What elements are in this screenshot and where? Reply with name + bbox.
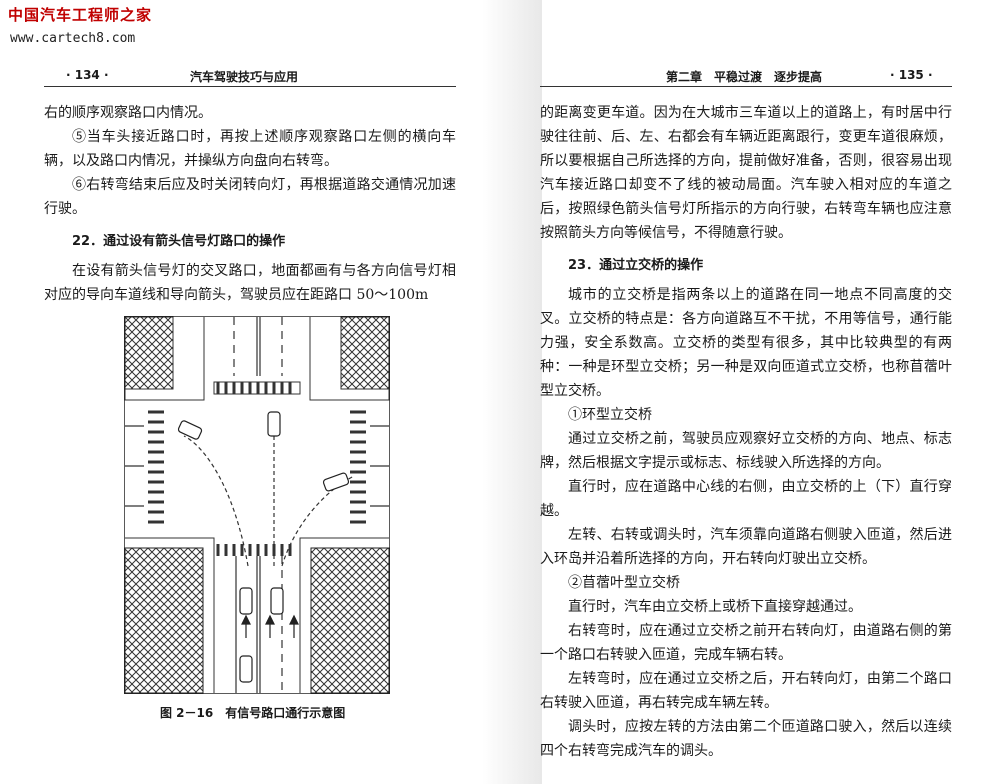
page-gutter-shadow [482,0,542,784]
zebra-left [148,410,164,524]
right-para1: 的距离变更车道。因为在大城市三车道以上的道路上，有时居中行驶往往前、后、左、右都… [540,105,952,241]
block-top-left [124,316,174,390]
left-para: 在设有箭头信号灯的交叉路口，地面都画有与各方向信号灯相对应的导向车道线和导向箭头… [44,263,456,303]
lane-lines [233,317,283,693]
right-section-heading: 23．通过立交桥的操作 [568,258,704,273]
right-page-number: · 135 · [890,68,933,82]
block-bottom-left [124,547,204,694]
right-para4: 直行时，应在道路中心线的右侧，由立交桥的上（下）直行穿越。 [540,479,952,519]
right-para8: 左转弯时，应在通过立交桥之后，开右转向灯，由第二个路口右转驶入匝道，再右转完成车… [540,671,952,711]
right-para3: 通过立交桥之前，驾驶员应观察好立交桥的方向、地点、标志牌，然后根据文字提示或标志… [540,431,952,471]
left-section-heading: 22．通过设有箭头信号灯路口的操作 [72,234,286,249]
watermark-brand: 中国汽车工程师之家 [8,6,153,24]
lane-arrows [241,614,299,638]
left-running-header: · 134 · 汽车驾驶技巧与应用 [44,66,456,87]
right-para2: 城市的立交桥是指两条以上的道路在同一地点不同高度的交叉。立交桥的特点是：各方向道… [540,287,952,399]
right-sub1: ①环型立交桥 [568,407,652,423]
watermark-url: www.cartech8.com [10,31,136,46]
right-para7: 右转弯时，应在通过立交桥之前开右转向灯，由道路右侧的第一个路口右转驶入匝道，完成… [540,623,952,663]
block-top-right [340,316,390,390]
right-sub2: ②苜蓿叶型立交桥 [568,575,680,591]
right-running-header: 第二章 平稳过渡 逐步提高 · 135 · [540,66,952,87]
zebra-right [350,410,366,524]
block-bottom-right [310,547,390,694]
right-page: 第二章 平稳过渡 逐步提高 · 135 · 的距离变更车道。因为在大城市三车道以… [540,66,952,766]
left-item5: ⑤当车头接近路口时，再按上述顺序观察路口左侧的横向车辆，以及路口内情况，并操纵方… [44,129,456,169]
intersection-diagram [124,316,390,694]
left-line1: 右的顺序观察路口内情况。 [44,105,212,121]
figure-caption: 图 2－16 有信号路口通行示意图 [160,706,346,720]
cars [177,411,350,683]
right-para5: 左转、右转或调头时，汽车须靠向道路右侧驶入匝道，然后进入环岛并沿着所选择的方向，… [540,527,952,567]
left-item6: ⑥右转弯结束后应及时关闭转向灯，再根据道路交通情况加速行驶。 [44,177,456,217]
left-page: · 134 · 汽车驾驶技巧与应用 右的顺序观察路口内情况。 ⑤当车头接近路口时… [44,66,456,766]
left-running-title: 汽车驾驶技巧与应用 [190,70,299,84]
right-para6: 直行时，汽车由立交桥上或桥下直接穿越通过。 [568,599,862,615]
left-page-number: · 134 · [66,68,109,82]
zebra-top [216,382,292,394]
right-chapter-title: 第二章 平稳过渡 逐步提高 [666,70,823,84]
right-para9: 调头时，应按左转的方法由第二个匝道路口驶入，然后以连续四个右转弯完成汽车的调头。 [540,719,952,759]
